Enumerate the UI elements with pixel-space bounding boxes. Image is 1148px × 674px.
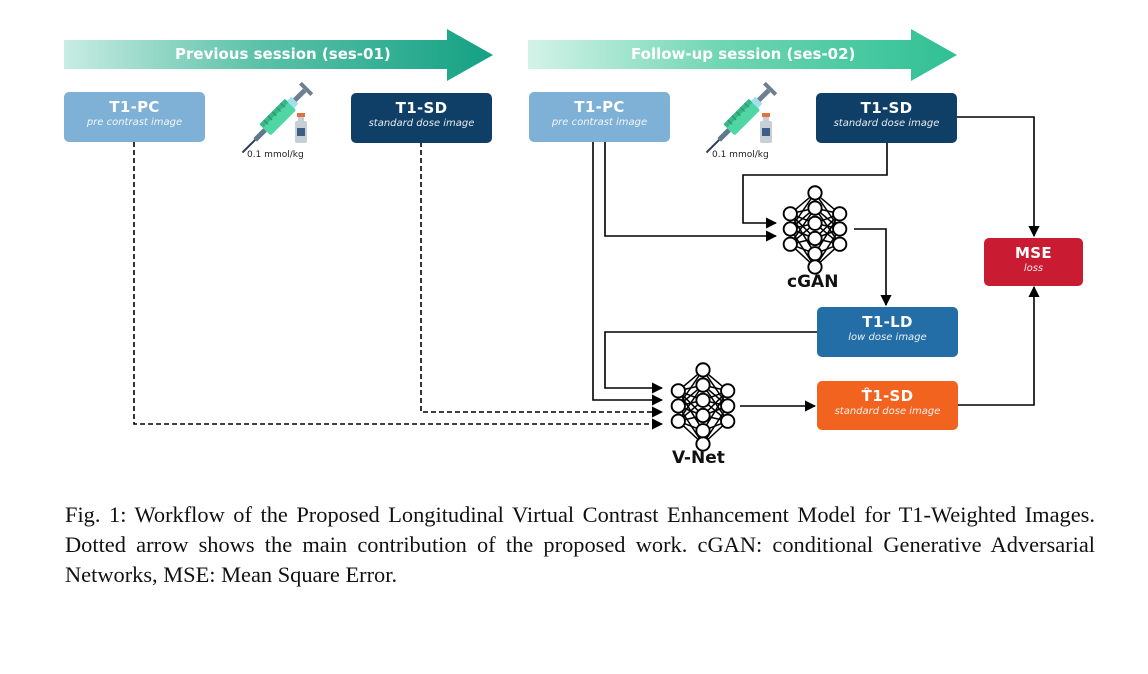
arrow-fu-t1pc-to-vnet <box>592 141 664 406</box>
box-title: T1-LD <box>862 313 913 331</box>
box-fu-t1sd: T1-SD standard dose image <box>816 93 957 143</box>
dose-label-previous: 0.1 mmol/kg <box>247 150 304 160</box>
session-banner-previous <box>64 29 493 81</box>
box-t1sd-hat: T̂1-SD standard dose image <box>817 381 958 430</box>
box-subtitle: standard dose image <box>834 406 941 417</box>
box-subtitle: standard dose image <box>833 118 940 129</box>
box-subtitle: low dose image <box>848 332 927 343</box>
box-subtitle: standard dose image <box>368 118 475 129</box>
arrow-t1ld-to-vnet <box>604 331 817 394</box>
session-label-followup: Follow-up session (ses-02) <box>631 45 856 63</box>
vial-icon <box>760 113 772 143</box>
arrow-fu-t1sd-to-mse <box>957 116 1040 238</box>
box-mse: MSE loss <box>984 238 1083 286</box>
dashed-arrow-prev-t1sd-to-vnet <box>420 142 664 418</box>
dose-label-followup: 0.1 mmol/kg <box>712 150 769 160</box>
arrow-fu-t1sd-to-cgan <box>742 142 888 229</box>
box-subtitle: pre contrast image <box>551 117 648 128</box>
arrow-t1sd-hat-to-mse <box>957 285 1040 406</box>
arrow-cgan-to-t1ld <box>854 228 892 307</box>
vnet-label: V-Net <box>672 448 725 468</box>
vnet-network-icon <box>670 362 736 452</box>
box-title: T1-PC <box>109 98 160 116</box>
cgan-network-icon <box>782 185 848 275</box>
session-banner-followup <box>528 29 957 81</box>
box-subtitle: pre contrast image <box>86 117 183 128</box>
dashed-arrow-prev-t1pc-to-vnet <box>133 142 664 430</box>
box-title: T1-PC <box>574 98 625 116</box>
box-subtitle: loss <box>1023 263 1044 274</box>
box-title: T1-SD <box>395 99 448 117</box>
session-label-previous: Previous session (ses-01) <box>175 45 391 63</box>
cgan-label: cGAN <box>787 272 839 292</box>
box-title: T̂1-SD <box>861 387 914 405</box>
box-prev-t1sd: T1-SD standard dose image <box>351 93 492 143</box>
box-t1ld: T1-LD low dose image <box>817 307 958 357</box>
box-title: T1-SD <box>860 99 913 117</box>
box-prev-t1pc: T1-PC pre contrast image <box>64 92 205 142</box>
figure-caption: Fig. 1: Workflow of the Proposed Longitu… <box>65 502 1095 587</box>
vial-icon <box>295 113 307 143</box>
arrow-fu-t1pc-to-cgan <box>604 141 778 242</box>
diagram-canvas <box>64 29 1040 452</box>
box-title: MSE <box>1015 244 1052 262</box>
workflow-diagram: Previous session (ses-01) Follow-up sess… <box>64 29 1083 468</box>
box-fu-t1pc: T1-PC pre contrast image <box>529 92 670 142</box>
